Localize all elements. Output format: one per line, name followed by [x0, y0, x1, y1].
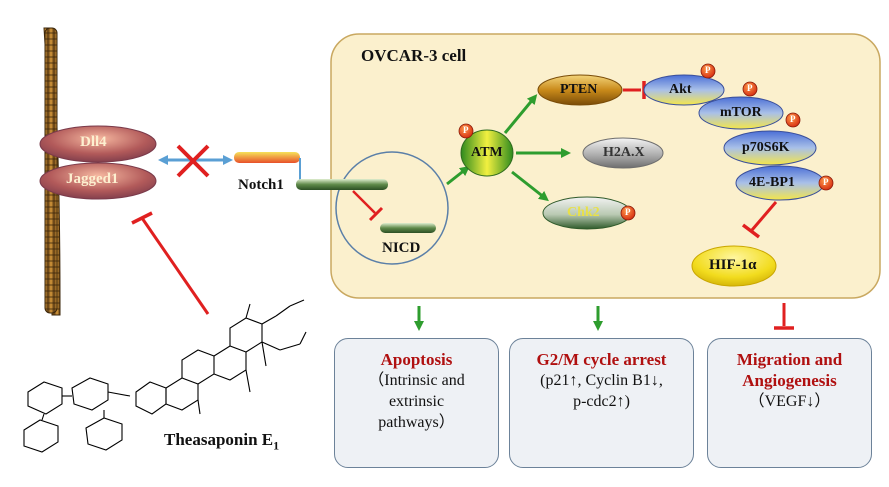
outcome-migration: Migration and Angiogenesis （VEGF↓）	[707, 338, 872, 468]
arrow-atm-chk2	[511, 170, 549, 202]
compound-label: Theasaponin E1	[164, 430, 279, 453]
p70s6k-phospho	[785, 112, 801, 128]
akt-label: Akt	[669, 82, 692, 97]
arrow-to-atm	[446, 165, 470, 186]
mtor-phospho-label: P	[747, 83, 753, 93]
4ebp1-label: 4E-BP1	[749, 175, 795, 190]
pten-node	[537, 74, 623, 106]
mtor-phospho	[742, 81, 758, 97]
ligand-jagged1-label: Jagged1	[66, 171, 119, 187]
outcome-apoptosis: Apoptosis （Intrinsic and extrinsic pathw…	[334, 338, 499, 468]
compound-inhibition-line	[140, 217, 210, 315]
dll4-ligand	[39, 125, 157, 163]
nicd-fragment	[380, 223, 436, 233]
hif1a-label: HIF-1α	[709, 257, 757, 273]
akt-node	[643, 74, 725, 106]
outcome-apoptosis-detail: （Intrinsic and extrinsic pathways）	[368, 372, 465, 431]
compound-subscript: 1	[273, 438, 280, 453]
arrow-atm-pten	[503, 94, 538, 134]
ebp1-inhibits-hif	[750, 201, 778, 231]
outcome-g2m-detail: (p21↑, Cyclin B1↓, p-cdc2↑)	[540, 372, 663, 410]
chk2-phospho	[620, 205, 636, 221]
p70s6k-phospho-label: P	[790, 114, 796, 124]
hif1a-node	[691, 245, 777, 287]
notch1-label: Notch1	[238, 177, 284, 193]
h2ax-label: H2A.X	[603, 145, 645, 160]
p70s6k-node	[723, 130, 817, 166]
pten-label: PTEN	[560, 82, 598, 97]
nicd-inhibition-bar	[368, 206, 384, 222]
atm-phospho-label: P	[463, 125, 469, 135]
cell-label: OVCAR-3 cell	[361, 46, 467, 65]
ligand-dll4-label: Dll4	[80, 134, 107, 150]
notch1-receptor	[234, 152, 300, 163]
outcome-migration-title: Migration and Angiogenesis	[736, 350, 843, 390]
mtor-label: mTOR	[720, 105, 762, 120]
theasaponin-structure	[23, 299, 307, 453]
compound-name: Theasaponin E	[164, 430, 274, 449]
outcome-apoptosis-title: Apoptosis	[380, 350, 453, 369]
notch1-intracellular	[296, 179, 388, 190]
akt-phospho-label: P	[705, 65, 711, 75]
outcome-g2m-title: G2/M cycle arrest	[536, 350, 667, 369]
nicd-inhibition-line	[352, 190, 376, 214]
block-x-2	[176, 144, 210, 178]
4ebp1-phospho	[818, 175, 834, 191]
atm-node	[460, 129, 514, 177]
atm-phospho	[458, 123, 474, 139]
compound-inhibition-bar	[131, 211, 153, 225]
outcome-g2m-arrest: G2/M cycle arrest (p21↑, Cyclin B1↓, p-c…	[509, 338, 694, 468]
nucleus	[335, 151, 449, 265]
ebp1-inhibit-bar	[741, 223, 761, 239]
h2ax-node	[582, 137, 664, 169]
chk2-label: Chk2	[567, 205, 600, 220]
mtor-node	[698, 96, 784, 130]
p70s6k-label: p70S6K	[742, 140, 790, 155]
outcome-migration-detail: （VEGF↓）	[748, 393, 831, 410]
chk2-phospho-label: P	[625, 207, 631, 217]
nicd-label: NICD	[382, 240, 421, 256]
4ebp1-phospho-label: P	[823, 177, 829, 187]
jagged1-ligand	[39, 162, 157, 200]
atm-label: ATM	[471, 145, 503, 160]
akt-phospho	[700, 63, 716, 79]
